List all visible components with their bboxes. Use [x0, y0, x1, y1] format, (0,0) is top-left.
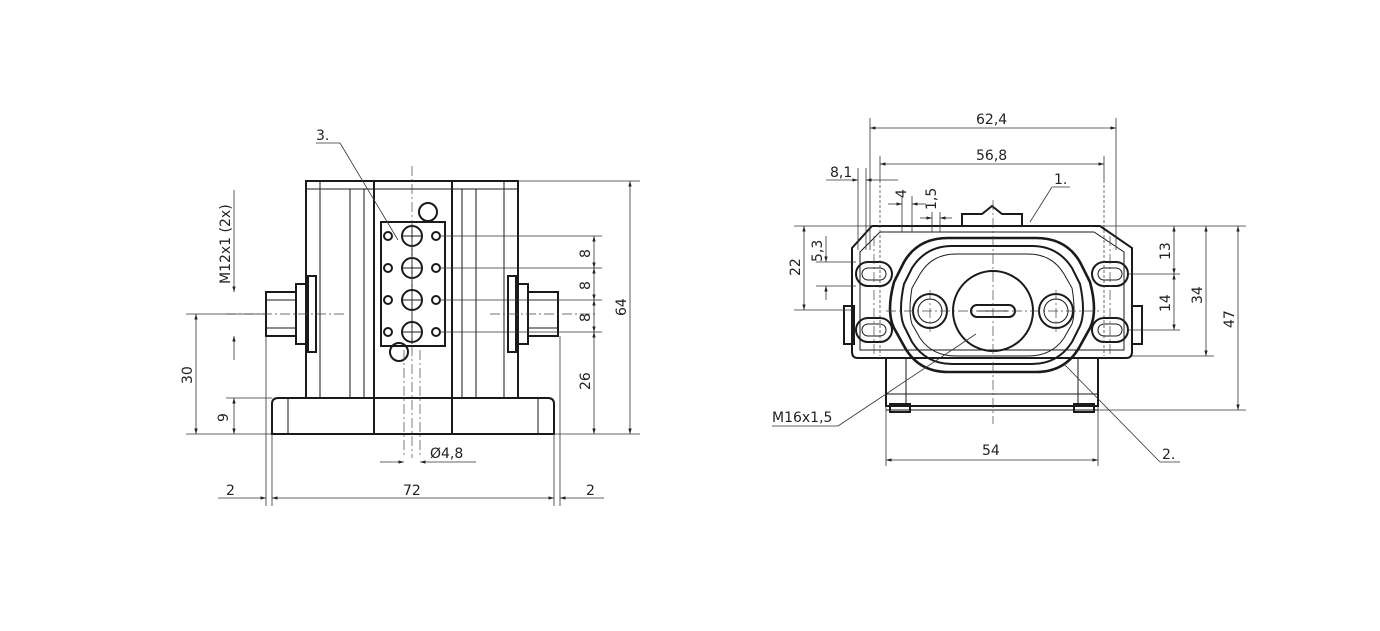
dim-right-edge: 2 [586, 483, 595, 499]
bottom-bore-circle [389, 342, 409, 362]
front-base-plate [271, 397, 555, 435]
side-flange-body [851, 225, 1133, 359]
thread-label-m12: M12x1 (2x) [218, 204, 234, 284]
dim-bore: Ø4,8 [430, 446, 463, 462]
dim-overall-width: 62,4 [976, 112, 1007, 128]
callout-1: 1. [1054, 172, 1067, 188]
gasket-outer [888, 236, 1096, 374]
dim-left-a: 22 [788, 258, 804, 276]
gasket-inner [900, 245, 1084, 365]
dim-left-edge: 2 [226, 483, 235, 499]
front-center-channel [373, 180, 453, 435]
dim-port-height: 30 [180, 366, 196, 384]
dim-offset-c: 1,5 [924, 188, 940, 210]
thread-label-m16: M16x1,5 [772, 410, 832, 426]
dim-right-a: 13 [1158, 242, 1174, 260]
dim-hole-spacing: 56,8 [976, 148, 1007, 164]
dim-offset-b: 4 [894, 189, 910, 198]
callout-2: 2. [1162, 447, 1175, 463]
dim-pitch-1: 8 [578, 249, 594, 258]
side-bottom-rail [885, 357, 1099, 407]
dim-right-d: 47 [1222, 310, 1238, 328]
side-view: 62,4 56,8 8,1 4 1,5 1. 2. 54 M16x1,5 22 … [772, 112, 1246, 466]
dim-base-width: 54 [982, 443, 1000, 459]
terminal-strip [380, 221, 446, 347]
dim-height-64: 64 [614, 298, 630, 316]
dim-base-height: 9 [216, 413, 232, 422]
dim-right-b: 14 [1158, 294, 1174, 312]
left-m12-connector [265, 275, 317, 353]
side-top-knob [961, 204, 1023, 227]
front-view: 3. 72 2 2 Ø4,8 64 26 8 8 8 30 9 M12x1 (2… [180, 128, 640, 506]
dim-pitch-2: 8 [578, 281, 594, 290]
dim-height-26: 26 [578, 372, 594, 390]
dim-offset-a: 8,1 [830, 165, 852, 181]
dim-width-72: 72 [403, 483, 421, 499]
dim-pitch-3: 8 [578, 313, 594, 322]
dim-right-c: 34 [1190, 286, 1206, 304]
callout-3: 3. [316, 128, 329, 144]
top-bore-circle [418, 202, 438, 222]
dim-left-b: 5,3 [810, 240, 826, 262]
